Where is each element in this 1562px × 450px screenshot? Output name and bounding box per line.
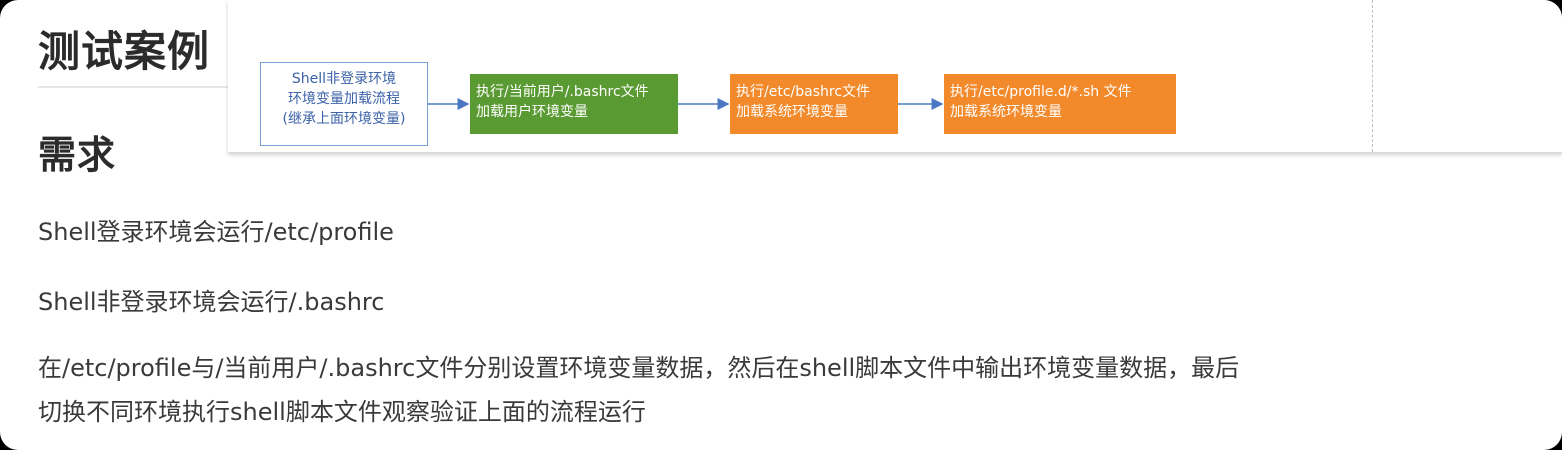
flow-node-user-bashrc-line2: 加载用户环境变量 <box>476 104 588 120</box>
paragraph-non-login-env: Shell非登录环境会运行/.bashrc <box>38 288 385 316</box>
flow-node-start-line3: (继承上面环境变量) <box>282 111 406 127</box>
paragraph-login-env: Shell登录环境会运行/etc/profile <box>38 218 394 246</box>
flow-node-etc-bashrc-line2: 加载系统环境变量 <box>736 104 848 120</box>
flow-node-start-line2: 环境变量加载流程 <box>288 91 400 107</box>
flow-node-user-bashrc: 执行/当前用户/.bashrc文件 加载用户环境变量 <box>470 74 678 134</box>
flow-node-user-bashrc-line1: 执行/当前用户/.bashrc文件 <box>476 84 649 100</box>
flow-diagram-panel: Shell非登录环境 环境变量加载流程 (继承上面环境变量) 执行/当前用户/.… <box>228 0 1562 153</box>
flow-node-etc-bashrc-line1: 执行/etc/bashrc文件 <box>736 84 871 100</box>
flow-node-etc-bashrc: 执行/etc/bashrc文件 加载系统环境变量 <box>730 74 898 134</box>
paragraph-instructions-line2: 切换不同环境执行shell脚本文件观察验证上面的流程运行 <box>38 398 646 426</box>
paragraph-instructions-line1: 在/etc/profile与/当前用户/.bashrc文件分别设置环境变量数据，… <box>38 354 1240 382</box>
flow-node-profile-d: 执行/etc/profile.d/*.sh 文件 加载系统环境变量 <box>944 74 1176 134</box>
flow-node-profile-d-line2: 加载系统环境变量 <box>950 104 1062 120</box>
flow-node-profile-d-line1: 执行/etc/profile.d/*.sh 文件 <box>950 84 1132 100</box>
flow-node-start-line1: Shell非登录环境 <box>291 71 397 87</box>
panel-dashed-divider <box>1372 0 1373 152</box>
flow-arrows <box>428 98 944 110</box>
page-title: 测试案例 <box>38 27 211 76</box>
section-heading: 需求 <box>38 133 117 177</box>
paragraph-instructions: 在/etc/profile与/当前用户/.bashrc文件分别设置环境变量数据，… <box>38 346 1239 434</box>
title-divider <box>38 86 238 88</box>
flow-node-start: Shell非登录环境 环境变量加载流程 (继承上面环境变量) <box>260 62 428 146</box>
